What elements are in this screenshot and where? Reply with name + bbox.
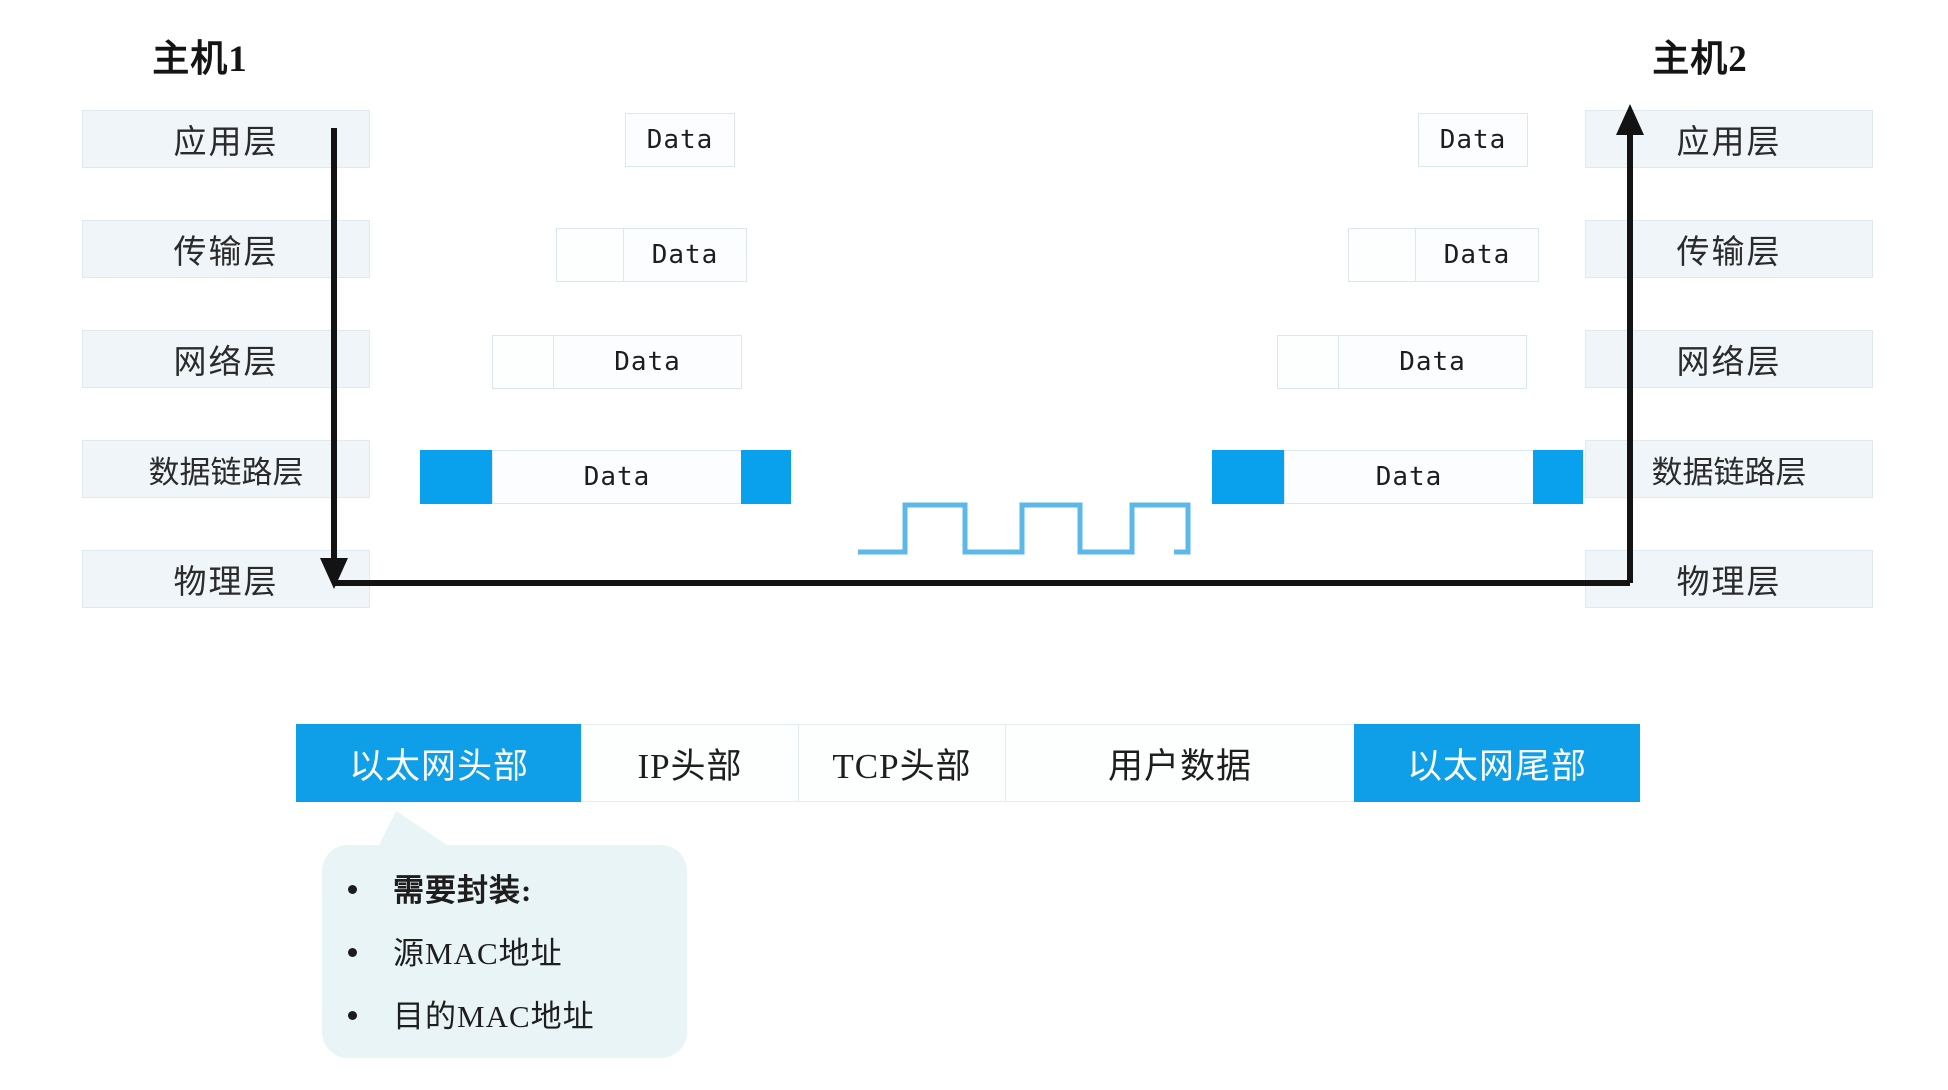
pdu-segment-header <box>1348 228 1416 282</box>
layer-label: 数据链路层 <box>1651 454 1807 490</box>
layer-box-left-network[interactable]: 网络层 <box>82 330 370 388</box>
callout-item: 目的MAC地址 <box>348 991 669 1036</box>
callout-item: 需要封装: <box>348 865 669 910</box>
pdu-segment-header <box>556 228 624 282</box>
callout-item-label: 源MAC地址 <box>393 936 563 971</box>
layer-label: 传输层 <box>1676 235 1782 271</box>
layer-label: 应用层 <box>173 125 279 161</box>
layer-box-left-physical[interactable]: 物理层 <box>82 550 370 608</box>
pdu-segment-ethernet-trailer <box>741 450 791 504</box>
pdu-right-network: Data <box>1277 335 1527 389</box>
pdu-right-datalink: Data <box>1212 450 1583 504</box>
bullet-icon <box>348 948 357 957</box>
pdu-segment-data: Data <box>492 450 742 504</box>
callout-item-label: 目的MAC地址 <box>393 999 595 1034</box>
pdu-segment-data: Data <box>623 228 747 282</box>
frame-cell-user-data[interactable]: 用户数据 <box>1005 724 1355 802</box>
layer-box-right-application[interactable]: 应用层 <box>1585 110 1873 168</box>
callout-item-label: 需要封装: <box>393 873 533 908</box>
encapsulation-callout: 需要封装: 源MAC地址 目的MAC地址 <box>322 811 687 1058</box>
pdu-segment-ethernet-trailer <box>1533 450 1583 504</box>
layer-box-left-application[interactable]: 应用层 <box>82 110 370 168</box>
bullet-icon <box>348 885 357 894</box>
pdu-segment-ethernet-header <box>420 450 493 504</box>
layer-label: 物理层 <box>173 565 279 601</box>
pdu-right-transport: Data <box>1348 228 1539 282</box>
layer-label: 物理层 <box>1676 565 1782 601</box>
layer-box-right-physical[interactable]: 物理层 <box>1585 550 1873 608</box>
bullet-icon <box>348 1011 357 1020</box>
layer-box-left-datalink[interactable]: 数据链路层 <box>82 440 370 498</box>
callout-item: 源MAC地址 <box>348 928 669 973</box>
pdu-segment-ethernet-header <box>1212 450 1285 504</box>
layer-box-left-transport[interactable]: 传输层 <box>82 220 370 278</box>
pdu-segment-data: Data <box>1338 335 1527 389</box>
frame-cell-tcp-header[interactable]: TCP头部 <box>798 724 1006 802</box>
pdu-left-datalink: Data <box>420 450 791 504</box>
pdu-segment-data: Data <box>1415 228 1539 282</box>
pdu-segment-header <box>1277 335 1339 389</box>
pdu-right-application: Data <box>1418 113 1528 167</box>
pdu-left-transport: Data <box>556 228 747 282</box>
pdu-segment-data: Data <box>625 113 735 167</box>
host-title-left: 主机1 <box>152 39 248 80</box>
square-wave-icon <box>858 502 1191 555</box>
layer-label: 传输层 <box>173 235 279 271</box>
layer-label: 数据链路层 <box>148 454 304 490</box>
frame-structure-bar: 以太网头部 IP头部 TCP头部 用户数据 以太网尾部 <box>296 724 1640 802</box>
pdu-segment-header <box>492 335 554 389</box>
layer-label: 应用层 <box>1676 125 1782 161</box>
pdu-segment-data: Data <box>553 335 742 389</box>
frame-cell-ethernet-header[interactable]: 以太网头部 <box>296 724 582 802</box>
pdu-left-network: Data <box>492 335 742 389</box>
frame-cell-ethernet-trailer[interactable]: 以太网尾部 <box>1354 724 1640 802</box>
layer-box-right-transport[interactable]: 传输层 <box>1585 220 1873 278</box>
layer-label: 网络层 <box>173 345 279 381</box>
host-title-right: 主机2 <box>1652 39 1748 80</box>
pdu-left-application: Data <box>625 113 735 167</box>
pdu-segment-data: Data <box>1284 450 1534 504</box>
pdu-segment-data: Data <box>1418 113 1528 167</box>
layer-box-right-network[interactable]: 网络层 <box>1585 330 1873 388</box>
frame-cell-ip-header[interactable]: IP头部 <box>581 724 799 802</box>
callout-tail-icon <box>378 811 450 847</box>
layer-box-right-datalink[interactable]: 数据链路层 <box>1585 440 1873 498</box>
layer-label: 网络层 <box>1676 345 1782 381</box>
